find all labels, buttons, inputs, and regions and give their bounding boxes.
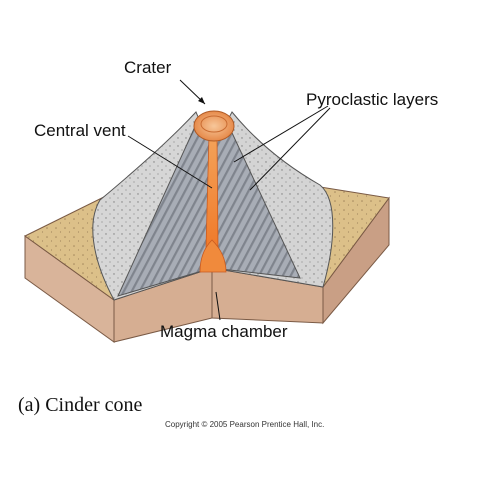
pyroclastic-leader-2 [249, 107, 331, 191]
copyright-notice: Copyright © 2005 Pearson Prentice Hall, … [165, 420, 325, 429]
ground-block [24, 196, 390, 343]
central-vent-label: Central vent [34, 121, 126, 140]
central-vent-leader [127, 135, 213, 189]
magma-chamber-label: Magma chamber [160, 322, 288, 341]
pyroclastic-leader-1 [233, 105, 329, 163]
magma-chamber-leader [215, 291, 221, 321]
pyroclastic-layers-label: Pyroclastic layers [306, 90, 439, 109]
magma-chamber-shape [199, 239, 227, 273]
figure-caption: (a) Cinder cone [18, 394, 143, 416]
crater-label: Crater [124, 58, 172, 77]
